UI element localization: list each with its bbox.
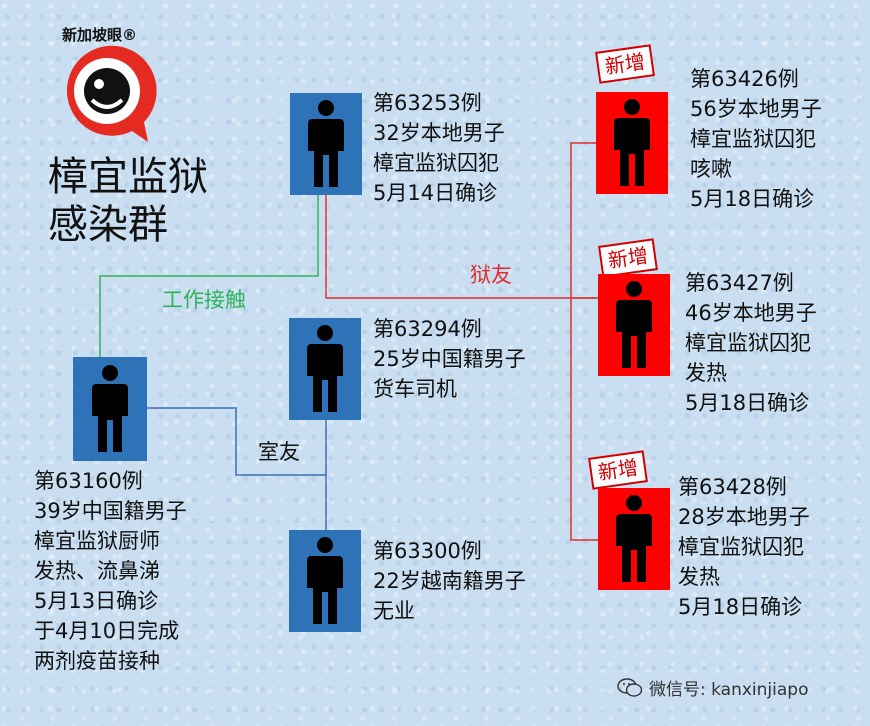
person-icon <box>92 365 128 452</box>
case-confirmed-date: 5月14日确诊 <box>373 181 498 205</box>
roommate-line <box>138 407 326 476</box>
case-63428-info: 第63428例 28岁本地男子 樟宜监狱囚犯 发热 5月18日确诊 <box>678 472 810 622</box>
case-occupation: 樟宜监狱囚犯 <box>685 331 811 355</box>
person-icon <box>614 99 650 186</box>
wechat-id: 微信号: kanxinjiapo <box>649 680 809 700</box>
case-profile: 39岁中国籍男子 <box>34 499 187 523</box>
case-symptoms: 发热、流鼻涕 <box>34 559 160 583</box>
case-id: 第63160例 <box>34 469 143 493</box>
case-occupation: 货车司机 <box>373 377 457 401</box>
case-occupation: 樟宜监狱厨师 <box>34 529 160 553</box>
case-profile: 22岁越南籍男子 <box>373 569 526 593</box>
case-profile: 25岁中国籍男子 <box>373 347 526 371</box>
person-icon <box>307 537 343 624</box>
case-63300-box <box>289 530 361 632</box>
case-id: 第63300例 <box>373 539 482 563</box>
case-id: 第63426例 <box>690 67 799 91</box>
case-63294-info: 第63294例 25岁中国籍男子 货车司机 <box>373 314 526 404</box>
case-id: 第63253例 <box>373 91 482 115</box>
edge-label-cellmate: 狱友 <box>470 263 512 287</box>
case-63300-info: 第63300例 22岁越南籍男子 无业 <box>373 536 526 626</box>
case-vaccination-2: 两剂疫苗接种 <box>34 649 160 673</box>
edge-label-work: 工作接触 <box>162 288 246 312</box>
case-id: 第63294例 <box>373 317 482 341</box>
page-title: 樟宜监狱 感染群 <box>48 153 208 249</box>
case-profile: 56岁本地男子 <box>690 97 822 121</box>
title-line-2: 感染群 <box>48 202 168 248</box>
work-contact-line <box>99 195 319 357</box>
case-id: 第63427例 <box>685 271 794 295</box>
edge-label-roommate: 室友 <box>258 440 300 464</box>
logo <box>52 38 162 152</box>
case-confirmed-date: 5月18日确诊 <box>678 595 803 619</box>
eye-logo-icon <box>66 45 157 142</box>
case-63294-box <box>289 318 361 420</box>
cellmate-line <box>325 195 596 299</box>
logo-text: 新加坡眼® <box>62 26 138 44</box>
case-confirmed-date: 5月18日确诊 <box>685 391 810 415</box>
case-63253-box <box>290 93 362 195</box>
person-icon <box>307 325 343 412</box>
title-line-1: 樟宜监狱 <box>48 154 208 200</box>
case-63427-box <box>598 274 670 376</box>
case-63253-info: 第63253例 32岁本地男子 樟宜监狱囚犯 5月14日确诊 <box>373 88 505 208</box>
case-id: 第63428例 <box>678 475 787 499</box>
case-symptoms: 发热 <box>685 361 727 385</box>
case-confirmed-date: 5月18日确诊 <box>690 187 815 211</box>
wechat-icon <box>617 677 643 697</box>
case-occupation: 樟宜监狱囚犯 <box>690 127 816 151</box>
case-occupation: 樟宜监狱囚犯 <box>678 535 804 559</box>
case-symptoms: 咳嗽 <box>690 157 732 181</box>
person-icon <box>616 281 652 368</box>
case-symptoms: 发热 <box>678 565 720 589</box>
case-profile: 28岁本地男子 <box>678 505 810 529</box>
case-occupation: 樟宜监狱囚犯 <box>373 151 499 175</box>
case-profile: 46岁本地男子 <box>685 301 817 325</box>
case-profile: 32岁本地男子 <box>373 121 505 145</box>
case-63427-info: 第63427例 46岁本地男子 樟宜监狱囚犯 发热 5月18日确诊 <box>685 268 817 418</box>
case-occupation: 无业 <box>373 599 415 623</box>
case-63160-box <box>73 357 147 461</box>
wechat-watermark: 微信号: kanxinjiapo <box>617 675 808 700</box>
person-icon <box>308 100 344 187</box>
case-63426-box <box>596 92 668 194</box>
case-63428-box <box>598 488 670 590</box>
cellmate-trunk-line <box>570 142 598 541</box>
case-63160-info: 第63160例 39岁中国籍男子 樟宜监狱厨师 发热、流鼻涕 5月13日确诊 于… <box>34 466 187 676</box>
person-icon <box>616 495 652 582</box>
case-63426-info: 第63426例 56岁本地男子 樟宜监狱囚犯 咳嗽 5月18日确诊 <box>690 64 822 214</box>
case-vaccination-1: 于4月10日完成 <box>34 619 180 643</box>
case-confirmed-date: 5月13日确诊 <box>34 589 159 613</box>
